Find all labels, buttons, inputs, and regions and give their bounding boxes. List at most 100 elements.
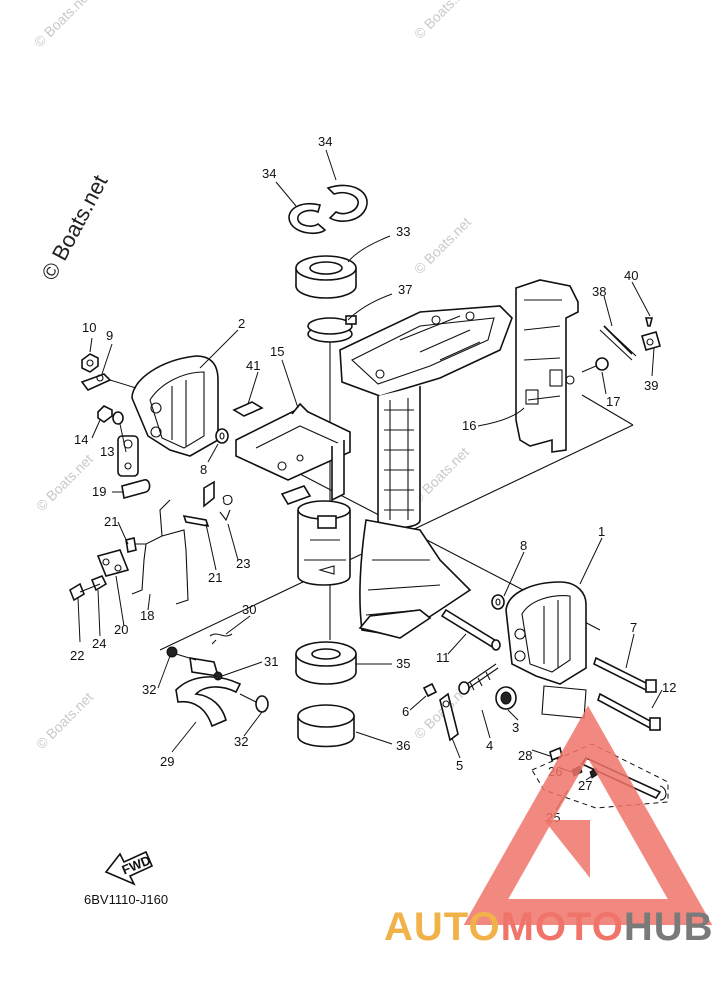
bolt-22	[69, 582, 85, 602]
bolt-40	[644, 317, 654, 327]
callout: 35	[396, 656, 410, 671]
callout-labels: 34 34 33 37 10 9 2 15 41 40 38 39 17 16 …	[70, 134, 676, 825]
clip-24	[90, 574, 108, 592]
clamp-bracket-2	[117, 355, 219, 477]
callout: 10	[82, 320, 96, 335]
callout: 38	[592, 284, 606, 299]
bolt-32-upper	[166, 646, 178, 658]
washer-8-left	[215, 428, 229, 444]
callout: 24	[92, 636, 106, 651]
nut-14	[97, 405, 113, 423]
swivel-bracket-16	[515, 279, 579, 453]
clip-39	[641, 331, 661, 351]
callout: 2	[238, 316, 245, 331]
mount-33-hole	[309, 261, 343, 275]
nut-31	[213, 671, 223, 681]
callout: 36	[396, 738, 410, 753]
watermark: © Boats.net	[33, 689, 96, 752]
callout: 7	[630, 620, 637, 635]
watermark: © Boats.net	[411, 0, 474, 42]
callout: 12	[662, 680, 676, 695]
callout: 5	[456, 758, 463, 773]
callout: 15	[270, 344, 284, 359]
callout: 8	[520, 538, 527, 553]
callout: 21	[208, 570, 222, 585]
circlip-34-right	[326, 184, 368, 222]
watermark: © Boats.net	[31, 0, 94, 50]
callout: 20	[114, 622, 128, 637]
washer-8-right	[491, 594, 505, 610]
fwd-arrow: FWD	[104, 850, 154, 886]
callout: 11	[436, 650, 450, 665]
label-41	[232, 401, 264, 417]
callout: 28	[518, 748, 532, 763]
callout: 17	[606, 394, 620, 409]
tilt-lever-18	[130, 499, 189, 605]
callout: 3	[512, 720, 519, 735]
plate-5	[439, 692, 459, 742]
callout: 32	[142, 682, 156, 697]
plate-9	[80, 373, 112, 391]
clamp-bracket-1	[505, 581, 587, 685]
label-plate-box	[541, 685, 587, 719]
watermark: © Boats.net	[411, 214, 474, 277]
shaft-11	[440, 608, 500, 650]
bolt-12	[597, 692, 653, 730]
bolt-7	[593, 656, 649, 692]
pin-19	[121, 479, 151, 500]
brand-auto: AUTO	[384, 905, 501, 949]
spring-30	[209, 633, 233, 645]
spring-4	[463, 663, 499, 691]
callout: 22	[70, 648, 84, 663]
swivel-column	[280, 485, 351, 586]
watermark: © Boats.net	[33, 451, 96, 514]
callout: 4	[486, 738, 493, 753]
copyright-label: © Boats.net	[36, 171, 112, 285]
callout: 37	[398, 282, 412, 297]
callout: 19	[92, 484, 106, 499]
callout: 29	[160, 754, 174, 769]
callout: 21	[104, 514, 118, 529]
plate-20	[96, 549, 130, 577]
callout: 14	[74, 432, 88, 447]
tilt-stopper-29	[166, 646, 269, 728]
washer-13	[112, 411, 124, 425]
callout: 23	[236, 556, 250, 571]
callout: 1	[598, 524, 605, 539]
automotohub-logo: AUTOMOTOHUB	[384, 705, 714, 949]
callout: 39	[644, 378, 658, 393]
callout: 30	[242, 602, 256, 617]
callout: 18	[140, 608, 154, 623]
reference-line	[581, 394, 634, 426]
nut-10	[81, 353, 99, 373]
leader-lines	[77, 149, 663, 811]
callout: 33	[396, 224, 410, 239]
diagram-code: 6BV1110-J160	[84, 892, 168, 907]
pin-6	[422, 682, 438, 698]
callout: 31	[264, 654, 278, 669]
brand-moto: MOTO	[501, 905, 624, 949]
bolt-17	[595, 357, 609, 371]
spring-23	[222, 494, 233, 506]
callout: 32	[234, 734, 248, 749]
callout: 40	[624, 268, 638, 283]
upper-casing	[339, 305, 513, 639]
callout: 13	[100, 444, 114, 459]
callout: 34	[262, 166, 276, 181]
circlip-34-left	[288, 203, 327, 235]
bolt-32-lower	[255, 695, 269, 713]
callout: 34	[318, 134, 332, 149]
callout: 9	[106, 328, 113, 343]
callout: 6	[402, 704, 409, 719]
callout: 41	[246, 358, 260, 373]
callout: 27	[578, 778, 592, 793]
brand-hub: HUB	[624, 905, 714, 949]
spring-21-lower	[182, 514, 210, 528]
callout: 16	[462, 418, 476, 433]
spring-21-upper	[203, 480, 215, 508]
callout: 8	[200, 462, 207, 477]
bracket-15	[235, 402, 351, 502]
svg-text:AUTOMOTOHUB: AUTOMOTOHUB	[384, 905, 714, 949]
